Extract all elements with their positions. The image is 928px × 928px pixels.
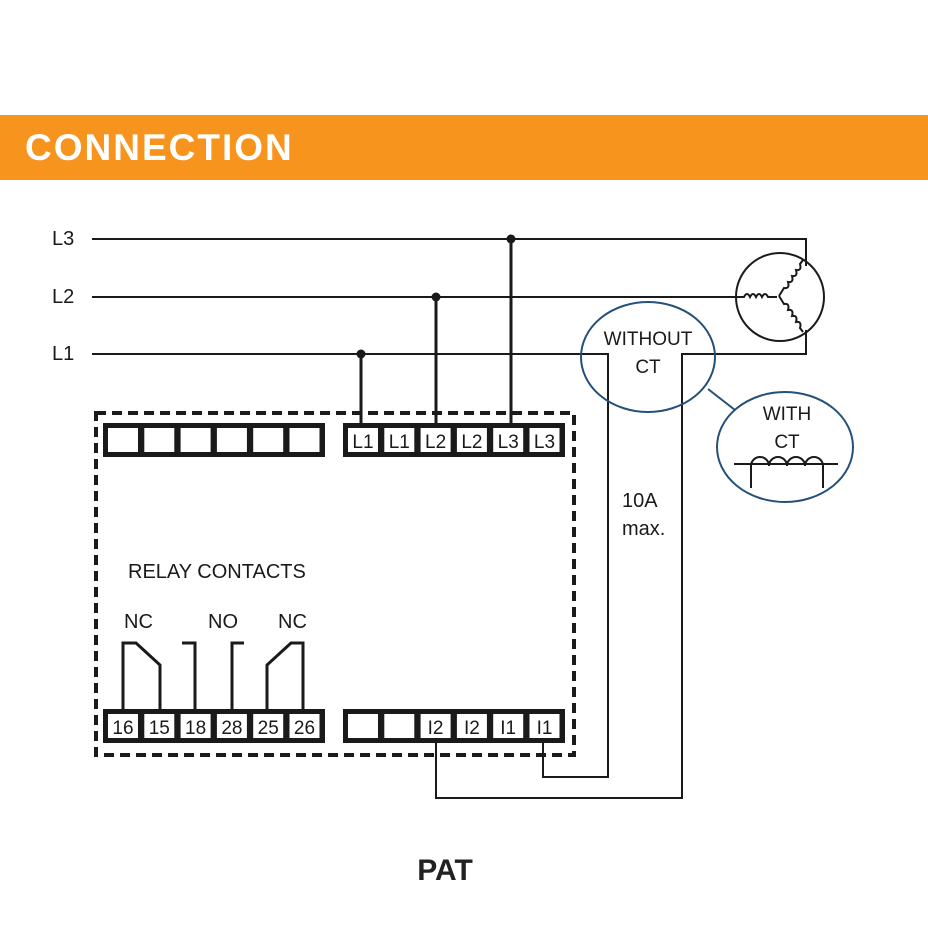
terminal-cell bbox=[178, 712, 213, 740]
junction-dot-l1 bbox=[356, 349, 366, 359]
terminal-label: L3 bbox=[534, 432, 555, 453]
wire-l3 bbox=[92, 238, 807, 266]
terminal-cell bbox=[214, 712, 249, 740]
terminal-label: 28 bbox=[221, 718, 242, 739]
terminal-label: I1 bbox=[500, 718, 516, 739]
terminal-label: 26 bbox=[294, 718, 315, 739]
current-transformer-icon bbox=[734, 456, 838, 488]
terminal-cell bbox=[527, 426, 562, 454]
label-l1: L1 bbox=[52, 343, 74, 365]
terminal-cell bbox=[491, 712, 526, 740]
terminal-cell bbox=[142, 712, 177, 740]
label-l2: L2 bbox=[52, 286, 74, 308]
header-bar: CONNECTION bbox=[0, 115, 928, 180]
label-l3: L3 bbox=[52, 228, 74, 250]
relay-title: RELAY CONTACTS bbox=[128, 561, 306, 583]
terminal-cell bbox=[491, 426, 526, 454]
with-ct-line2: CT bbox=[774, 432, 800, 453]
junction-dot-l3 bbox=[506, 234, 516, 244]
relay-contacts-icon bbox=[121, 641, 305, 711]
relay-nc2-label: NC bbox=[278, 611, 307, 633]
terminal-label: L2 bbox=[461, 432, 482, 453]
with-ct-callout bbox=[716, 391, 854, 503]
motor-star-icon bbox=[735, 252, 825, 342]
terminal-cell bbox=[346, 712, 380, 740]
terminal-label: L1 bbox=[389, 432, 410, 453]
terminal-label: L1 bbox=[352, 432, 373, 453]
terminal-cell bbox=[418, 426, 453, 454]
current-note: max. bbox=[622, 518, 665, 540]
terminal-cell bbox=[106, 712, 140, 740]
without-ct-callout bbox=[580, 301, 716, 413]
terminal-cell bbox=[454, 426, 489, 454]
terminal-label: 25 bbox=[258, 718, 279, 739]
terminal-cell bbox=[527, 712, 562, 740]
terminal-cell bbox=[287, 426, 322, 454]
terminal-cell bbox=[178, 426, 213, 454]
current-value: 10A bbox=[622, 490, 658, 512]
without-ct-line2: CT bbox=[635, 357, 661, 378]
relay-nc1-label: NC bbox=[124, 611, 153, 633]
terminal-label: L3 bbox=[498, 432, 519, 453]
terminal-label: L2 bbox=[425, 432, 446, 453]
terminal-cell bbox=[214, 426, 249, 454]
terminal-cell bbox=[287, 712, 322, 740]
terminal-cell bbox=[106, 426, 140, 454]
with-ct-line1: WITH bbox=[763, 404, 812, 425]
terminal-label: I2 bbox=[464, 718, 480, 739]
terminal-label: 15 bbox=[149, 718, 170, 739]
terminal-cell bbox=[251, 426, 286, 454]
terminal-label: 18 bbox=[185, 718, 206, 739]
terminal-cell bbox=[382, 712, 417, 740]
terminal-cell bbox=[142, 426, 177, 454]
terminal-cell bbox=[251, 712, 286, 740]
terminal-label: I1 bbox=[537, 718, 553, 739]
terminal-cell bbox=[418, 712, 453, 740]
terminal-cell bbox=[346, 426, 380, 454]
model-label: PAT bbox=[417, 854, 473, 887]
device-outline bbox=[94, 411, 576, 757]
tap-wires bbox=[356, 234, 516, 425]
junction-dot-l2 bbox=[431, 292, 441, 302]
wire-return bbox=[435, 330, 807, 799]
callout-connector bbox=[707, 388, 736, 411]
terminal-cell bbox=[454, 712, 489, 740]
terminal-label: 16 bbox=[112, 718, 133, 739]
terminal-cell bbox=[382, 426, 417, 454]
relay-no-label: NO bbox=[208, 611, 238, 633]
header-title: CONNECTION bbox=[25, 127, 294, 168]
without-ct-line1: WITHOUT bbox=[604, 329, 693, 350]
terminal-label: I2 bbox=[428, 718, 444, 739]
